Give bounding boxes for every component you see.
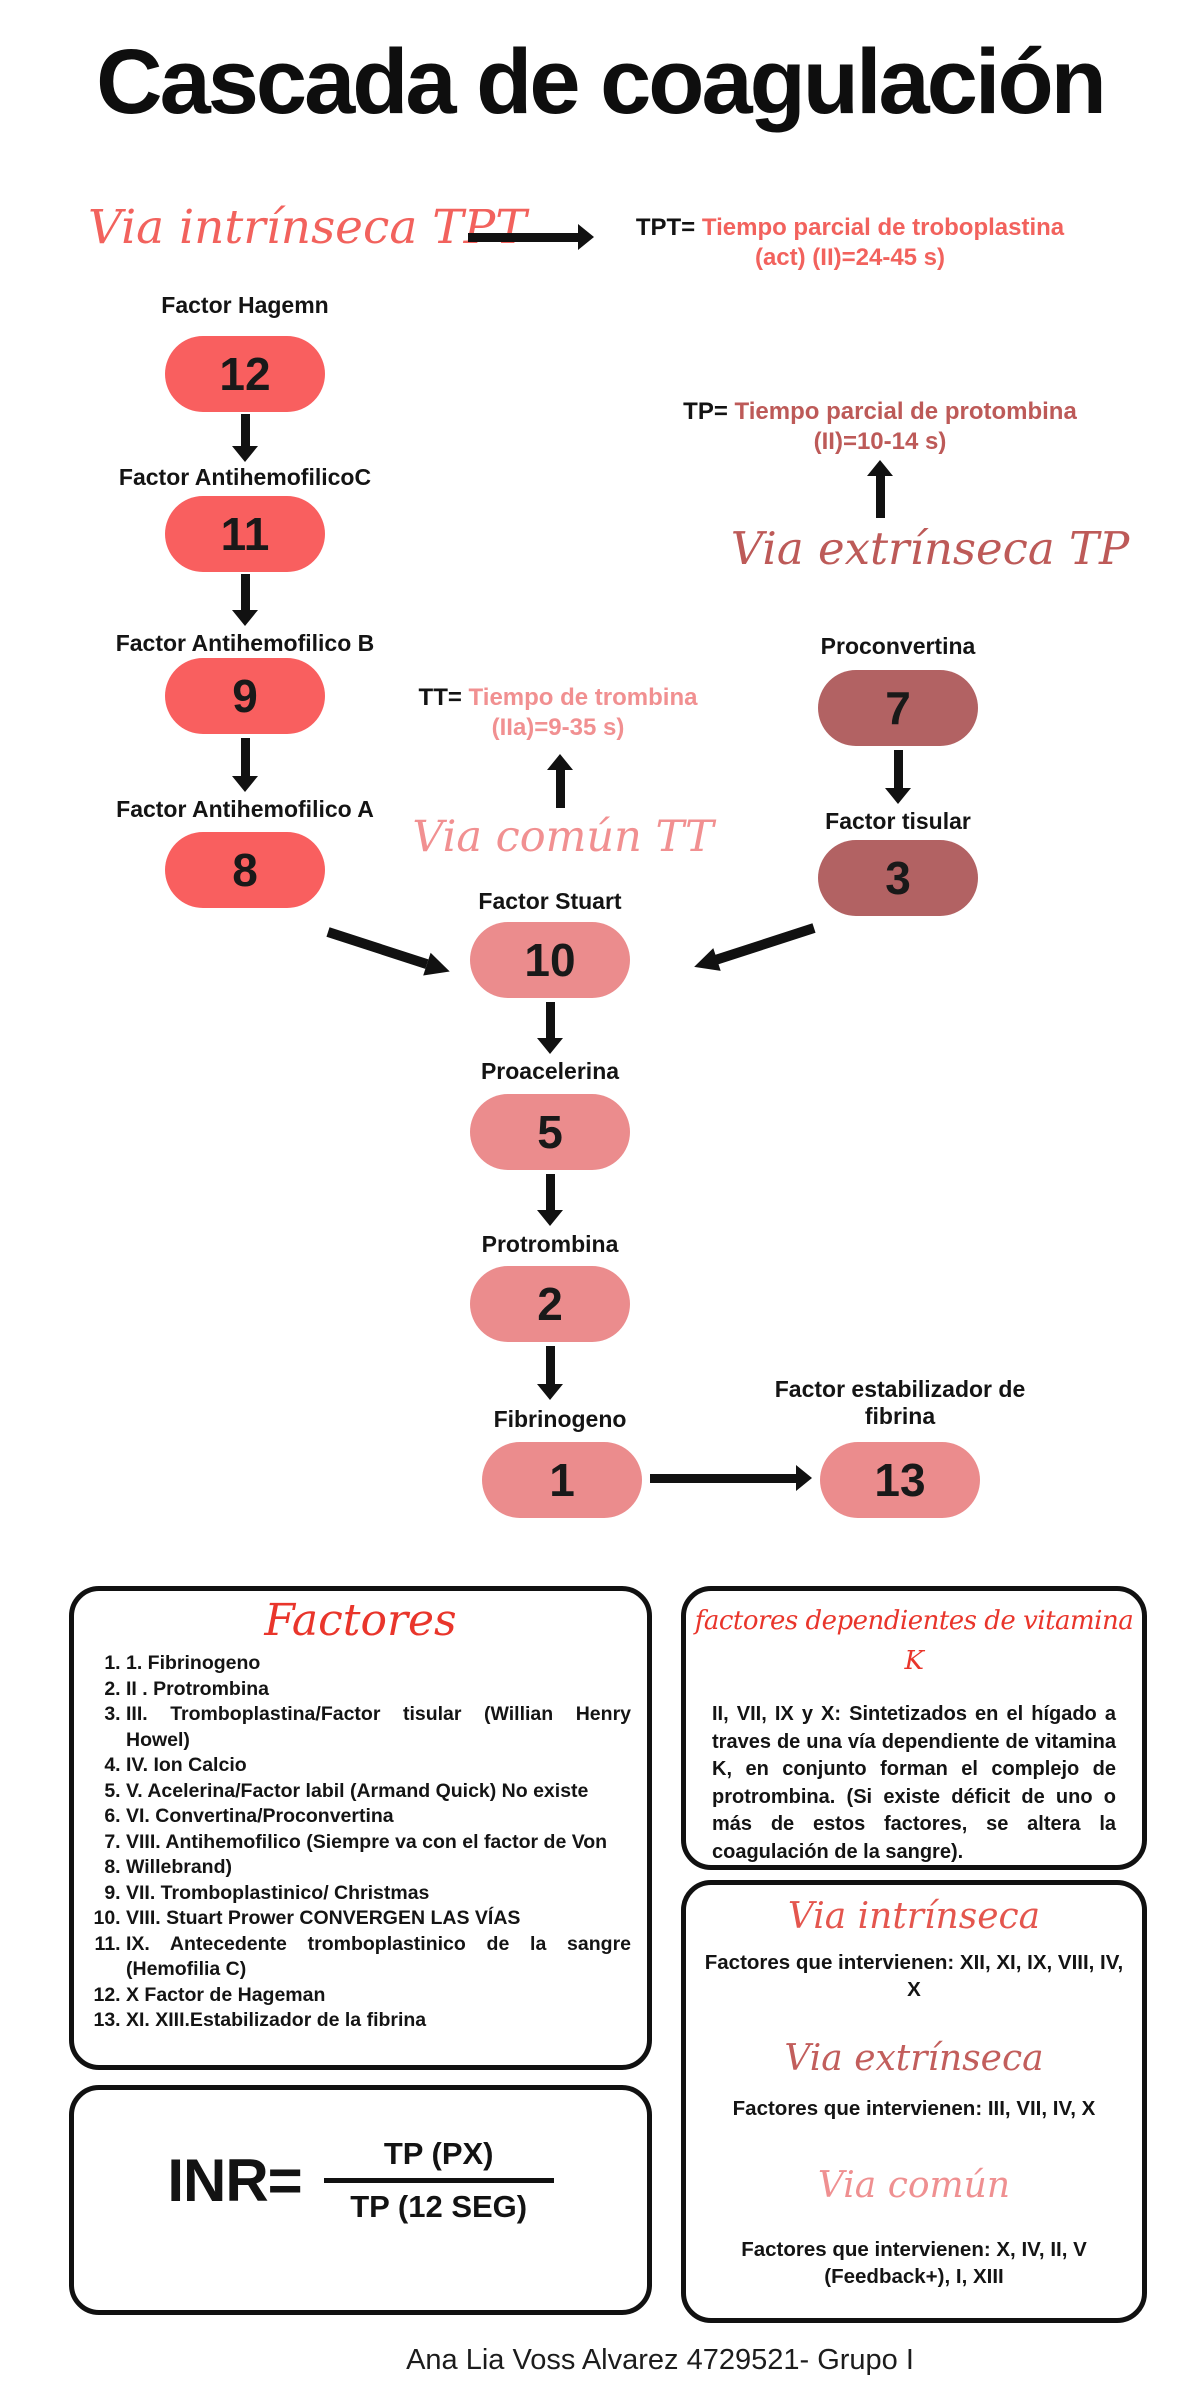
- factor-node-11: 11: [165, 496, 325, 572]
- tt-value-line2: (IIa)=9-35 s): [491, 714, 625, 741]
- tp-value-line2: (II)=10-14 s): [813, 428, 947, 455]
- factor-list-item: VIII. Stuart Prower CONVERGEN LAS VÍAS: [126, 1906, 631, 1932]
- factor-node-12: 12: [165, 336, 325, 412]
- factor-node-9: 9: [165, 658, 325, 734]
- node-label-factor-stuart: Factor Stuart: [478, 888, 622, 914]
- arrow-diagonal-left-icon: [694, 923, 816, 971]
- pathways-box: Via intrínseca Factores que intervienen:…: [681, 1880, 1147, 2323]
- factor-node-1: 1: [482, 1442, 642, 1518]
- pathways-intrinsic-text: Factores que intervienen: XII, XI, IX, V…: [704, 1951, 1124, 2001]
- factor-list-item: XI. XIII.Estabilizador de la fibrina: [126, 2008, 631, 2034]
- factor-list-item: VI. Convertina/Proconvertina: [126, 1804, 631, 1830]
- inr-fraction: TP (PX) TP (12 SEG): [323, 2136, 554, 2225]
- arrow-down-icon: [885, 750, 911, 804]
- factor-node-5: 5: [470, 1094, 630, 1170]
- factor-list-item: 1. Fibrinogeno: [126, 1651, 631, 1677]
- pathways-extrinsic-text: Factores que intervienen: III, VII, IV, …: [732, 2097, 1096, 2120]
- arrow-right-icon: [468, 224, 594, 250]
- page-title: Cascada de coagulación: [96, 31, 1107, 133]
- intrinsic-pathway-script-label: Via intrínseca TPT: [88, 200, 527, 255]
- factor-list-item: IV. Ion Calcio: [126, 1753, 631, 1779]
- node-label-antihemofilico-c: Factor AntihemofilicoC: [118, 464, 372, 490]
- inr-label: INR=: [167, 2147, 302, 2214]
- node-label-factor-tisular: Factor tisular: [825, 808, 971, 834]
- factor-node-13: 13: [820, 1442, 980, 1518]
- factor-node-8: 8: [165, 832, 325, 908]
- tt-value-line1: Tiempo de trombina: [468, 684, 698, 711]
- node-label-factor-hagemn: Factor Hagemn: [161, 292, 329, 318]
- arrow-down-icon: [232, 574, 258, 626]
- node-label-proconvertina: Proconvertina: [820, 633, 976, 659]
- factor-node-10: 10: [470, 922, 630, 998]
- factor-list-item: VII. Tromboplastinico/ Christmas: [126, 1881, 631, 1907]
- node-label-proacelerina: Proacelerina: [480, 1058, 620, 1084]
- arrow-up-icon: [867, 460, 893, 518]
- node-label-fibrinogeno: Fibrinogeno: [493, 1406, 627, 1432]
- factor-node-2: 2: [470, 1266, 630, 1342]
- arrow-down-icon: [537, 1346, 563, 1400]
- arrow-down-icon: [537, 1002, 563, 1054]
- node-label-estabilizador-fibrina: Factor estabilizador de fibrina: [774, 1376, 1026, 1429]
- factors-list: 1. Fibrinogeno II . Protrombina III. Tro…: [74, 1651, 647, 2034]
- inr-formula: INR= TP (PX) TP (12 SEG): [74, 2090, 647, 2225]
- factor-list-item: V. Acelerina/Factor labil (Armand Quick)…: [126, 1779, 631, 1805]
- factor-list-item: IX. Antecedente tromboplastinico de la s…: [126, 1932, 631, 1983]
- node-label-antihemofilico-a: Factor Antihemofilico A: [116, 796, 374, 822]
- inr-denominator: TP (12 SEG): [350, 2189, 528, 2224]
- tt-label: TT=: [418, 684, 462, 711]
- tpt-value-line2: (act) (II)=24-45 s): [754, 244, 946, 271]
- factor-node-3: 3: [818, 840, 978, 916]
- factor-node-7: 7: [818, 670, 978, 746]
- pathways-intrinsic-heading: Via intrínseca: [787, 1896, 1041, 1937]
- inr-box: INR= TP (PX) TP (12 SEG): [69, 2085, 652, 2315]
- tt-definition: TT= Tiempo de trombina (IIa)=9-35 s): [368, 683, 748, 743]
- arrow-down-icon: [232, 738, 258, 792]
- factor-list-item: X Factor de Hageman: [126, 1983, 631, 2009]
- vitamin-k-heading: factores dependientes de vitamina K: [694, 1606, 1134, 1676]
- tpt-value-line1: Tiempo parcial de troboplastina: [701, 214, 1065, 241]
- tp-label: TP=: [683, 398, 728, 425]
- vitamin-k-box: factores dependientes de vitamina K II, …: [681, 1586, 1147, 1870]
- factor-list-item: II . Protrombina: [126, 1677, 631, 1703]
- arrow-down-icon: [537, 1174, 563, 1226]
- factor-list-item: VIII. Antihemofilico (Siempre va con el …: [126, 1830, 631, 1856]
- fraction-bar: [323, 2178, 554, 2183]
- pathways-common-heading: Via común: [817, 2165, 1011, 2206]
- factors-box: Factores 1. Fibrinogeno II . Protrombina…: [69, 1586, 652, 2070]
- node-label-antihemofilico-b: Factor Antihemofilico B: [115, 630, 375, 656]
- pathways-extrinsic-heading: Via extrínseca: [784, 2038, 1044, 2079]
- tpt-label: TPT=: [635, 214, 696, 241]
- factor-list-item: Willebrand): [126, 1855, 631, 1881]
- tpt-definition: TPT= Tiempo parcial de troboplastina (ac…: [600, 213, 1100, 273]
- extrinsic-pathway-script-label: Via extrínseca TP: [730, 522, 1130, 575]
- author-credit: Ana Lia Voss Alvarez 4729521- Grupo I: [406, 2344, 914, 2376]
- factors-box-heading: Factores: [264, 1595, 457, 1646]
- tp-definition: TP= Tiempo parcial de protombina (II)=10…: [630, 397, 1130, 457]
- arrow-diagonal-right-icon: [326, 927, 450, 976]
- arrow-down-icon: [232, 414, 258, 462]
- common-pathway-script-label: Via común TT: [412, 812, 714, 862]
- vitamin-k-body: II, VII, IX y X: Sintetizados en el híga…: [712, 1703, 1116, 1863]
- tp-value-line1: Tiempo parcial de protombina: [734, 398, 1077, 425]
- node-label-protrombina: Protrombina: [481, 1231, 619, 1257]
- pathways-common-text: Factores que intervienen: X, IV, II, V (…: [741, 2238, 1087, 2288]
- inr-numerator: TP (PX): [383, 2136, 494, 2171]
- factor-list-item: III. Tromboplastina/Factor tisular (Will…: [126, 1702, 631, 1753]
- arrow-right-icon: [650, 1465, 812, 1491]
- arrow-up-icon: [547, 754, 573, 808]
